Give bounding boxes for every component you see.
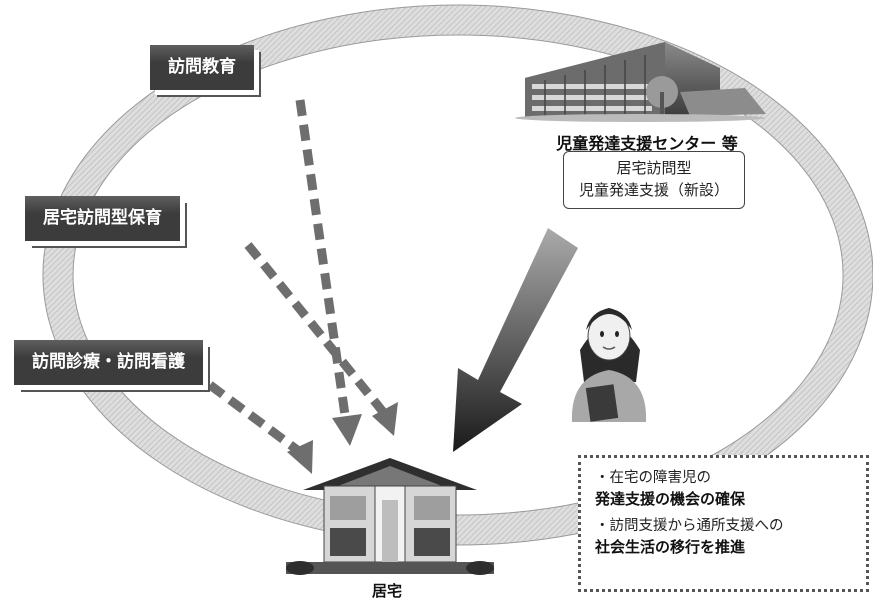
staff-person-icon: [571, 308, 647, 422]
label-visit-education: 訪問教育: [150, 45, 254, 90]
dashed-arrowheads: [287, 402, 398, 474]
home-label: 居宅: [371, 582, 402, 600]
label-home-visit-childcare: 居宅訪問型保育: [25, 196, 180, 241]
big-arrow-icon: [453, 228, 578, 452]
label-home-medical-nursing: 訪問診療・訪問看護: [14, 340, 203, 385]
notes-box: ・在宅の障害児の 発達支援の機会の確保 ・訪問支援から通所支援への 社会生活の移…: [578, 455, 869, 592]
building-icon: [515, 42, 766, 122]
note-item1-line1: ・在宅の障害児の: [595, 470, 711, 486]
note-item1-line2: 発達支援の機会の確保: [595, 490, 746, 508]
house-icon: [286, 458, 494, 575]
dashed-arrow-icon: [207, 99, 392, 456]
support-center-caption: 児童発達支援センター 等: [556, 134, 738, 153]
service-box: 居宅訪問型 児童発達支援（新設）: [563, 151, 745, 209]
note-item2-line1: ・訪問支援から通所支援への: [595, 518, 784, 534]
note-item2-line2: 社会生活の移行を推進: [595, 538, 746, 556]
service-line-2: 児童発達支援（新設）: [578, 181, 729, 199]
service-line-1: 居宅訪問型: [616, 159, 692, 177]
